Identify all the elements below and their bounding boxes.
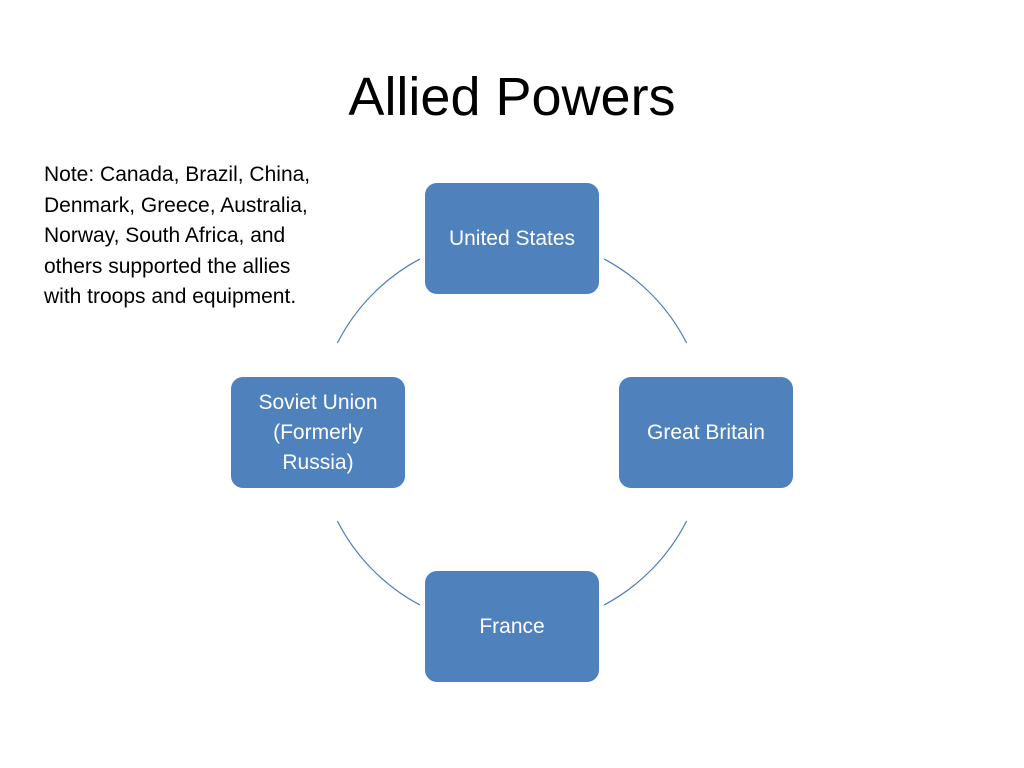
note-text: Note: Canada, Brazil, China, Denmark, Gr… (44, 163, 311, 308)
node-label-great-britain: Great Britain (647, 420, 765, 444)
node-label-united-states: United States (448, 226, 576, 250)
slide-title: Allied Powers (348, 67, 676, 127)
node-soviet-union: Soviet Union (Formerly Russia) (229, 375, 407, 490)
connector-fr-su (336, 520, 421, 606)
node-united-states: United States (423, 181, 601, 296)
connector-us-gb (603, 258, 688, 344)
connector-su-us (336, 258, 421, 344)
node-france: France (423, 569, 601, 684)
node-label-france: France (479, 614, 545, 638)
cycle-connectors (336, 258, 688, 606)
connector-gb-fr (603, 520, 688, 606)
node-label-soviet-union: Soviet Union (Formerly Russia) (258, 390, 378, 474)
node-great-britain: Great Britain (617, 375, 795, 490)
